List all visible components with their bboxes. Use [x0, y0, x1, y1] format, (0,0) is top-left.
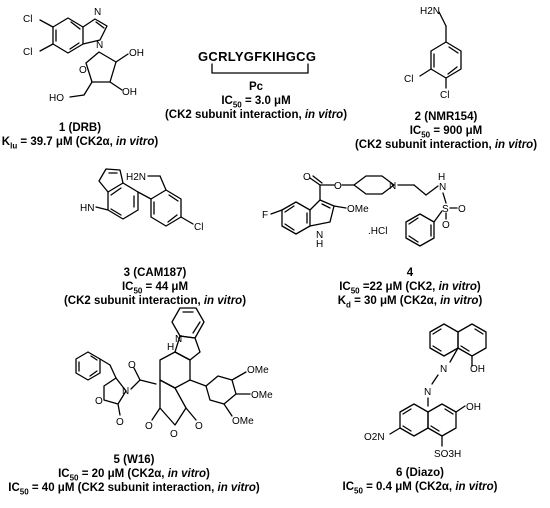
peptide-caption: Pc IC50 = 3.0 μM (CK2 subunit interactio…	[150, 80, 362, 122]
oh-label: OH	[466, 402, 481, 413]
o-label: O	[334, 181, 342, 192]
nh-label: N	[316, 230, 323, 241]
compound-activity: IC50 = 900 μM	[409, 125, 483, 140]
compound-activity: Klu = 39.7 μM (CK2α, in vitro)	[1, 136, 159, 151]
so3h-label: SO3H	[434, 449, 461, 460]
o-label: O	[145, 421, 153, 432]
oh-label: OH	[122, 87, 137, 98]
ome-label: OMe	[247, 365, 269, 376]
n-label: N	[96, 40, 103, 51]
compound-activity: IC50 = 0.4 μM (CK2α, in vitro)	[342, 481, 498, 496]
h2n-label: H2N	[420, 6, 440, 17]
o-label: O	[195, 421, 203, 432]
compound-name: 1 (DRB)	[58, 122, 102, 134]
s-label: S	[442, 204, 449, 215]
compound-name: Pc	[248, 81, 264, 93]
cl-label: Cl	[23, 14, 32, 25]
compound-3-caption: 3 (CAM187) IC50 = 44 μM (CK2 subunit int…	[55, 266, 255, 308]
compound-1-caption: 1 (DRB) Klu = 39.7 μM (CK2α, in vitro)	[0, 121, 160, 151]
o-label: O	[170, 429, 178, 440]
o-label: O	[95, 396, 103, 407]
cl-label: Cl	[194, 222, 203, 233]
o-label: O	[116, 417, 124, 428]
hn-label: H	[167, 342, 174, 353]
compound-5-caption: 5 (W16) IC50 = 20 μM (CK2α, in vitro) IC…	[2, 453, 266, 497]
compound-assay: (CK2 subunit interaction, in vitro)	[354, 139, 538, 151]
compound-activity: IC50 = 3.0 μM	[221, 95, 291, 110]
compound-4-caption: 4 IC50 =22 μM (CK2, in vitro) Kd = 30 μM…	[285, 266, 535, 310]
ome-label: OMe	[251, 390, 273, 401]
compound-activity-2: IC50 = 40 μM (CK2 subunit interaction, i…	[8, 482, 260, 497]
ome-label: OMe	[232, 416, 254, 427]
cl-label: Cl	[23, 47, 32, 58]
compound-activity: IC50 = 44 μM	[121, 281, 189, 296]
compound-assay: (CK2 subunit interaction, in vitro)	[63, 295, 247, 307]
compound-name: 2 (NMR154)	[414, 111, 478, 123]
o-label: O	[128, 360, 136, 371]
compound-activity: IC50 = 20 μM (CK2α, in vitro)	[58, 468, 210, 483]
cl-label: Cl	[404, 74, 413, 85]
compound-name: 3 (CAM187)	[123, 267, 187, 279]
h-label: H	[438, 172, 445, 183]
peptide-sequence: GCRLYGFKIHGCG	[198, 49, 317, 64]
n-label: N	[424, 387, 431, 398]
compound-name: 6 (Diazo)	[396, 467, 444, 479]
o-label: O	[303, 172, 311, 183]
f-label: F	[262, 210, 268, 221]
ome-label: OMe	[347, 204, 369, 215]
compound-name: 5 (W16)	[113, 454, 155, 466]
o-label: O	[442, 220, 450, 231]
hcl-label: .HCl	[368, 226, 387, 237]
o-label: O	[458, 204, 466, 215]
ho-label: HO	[49, 93, 64, 104]
compound-activity: IC50 =22 μM (CK2, in vitro)	[339, 281, 481, 296]
n-label: N	[439, 182, 446, 193]
compound-2-caption: 2 (NMR154) IC50 = 900 μM (CK2 subunit in…	[348, 110, 544, 152]
hn-label: HN	[80, 203, 94, 214]
oh-label: OH	[129, 48, 144, 59]
n-label: N	[440, 364, 447, 375]
n-label: N	[122, 386, 129, 397]
compound-activity-2: Kd = 30 μM (CK2α, in vitro)	[337, 295, 483, 310]
cl-label: Cl	[440, 90, 449, 101]
h2n-label: H2N	[126, 172, 146, 183]
n-label: N	[389, 181, 396, 192]
h-label: H	[316, 239, 323, 250]
compound-assay: (CK2 subunit interaction, in vitro)	[164, 109, 348, 121]
no2-label: O2N	[364, 432, 385, 443]
n-label: N	[175, 334, 182, 345]
n-label: N	[94, 7, 101, 18]
o-label: O	[79, 65, 87, 76]
compound-name: 4	[406, 267, 414, 279]
compound-6-caption: 6 (Diazo) IC50 = 0.4 μM (CK2α, in vitro)	[315, 466, 525, 496]
oh-label: OH	[470, 364, 485, 375]
